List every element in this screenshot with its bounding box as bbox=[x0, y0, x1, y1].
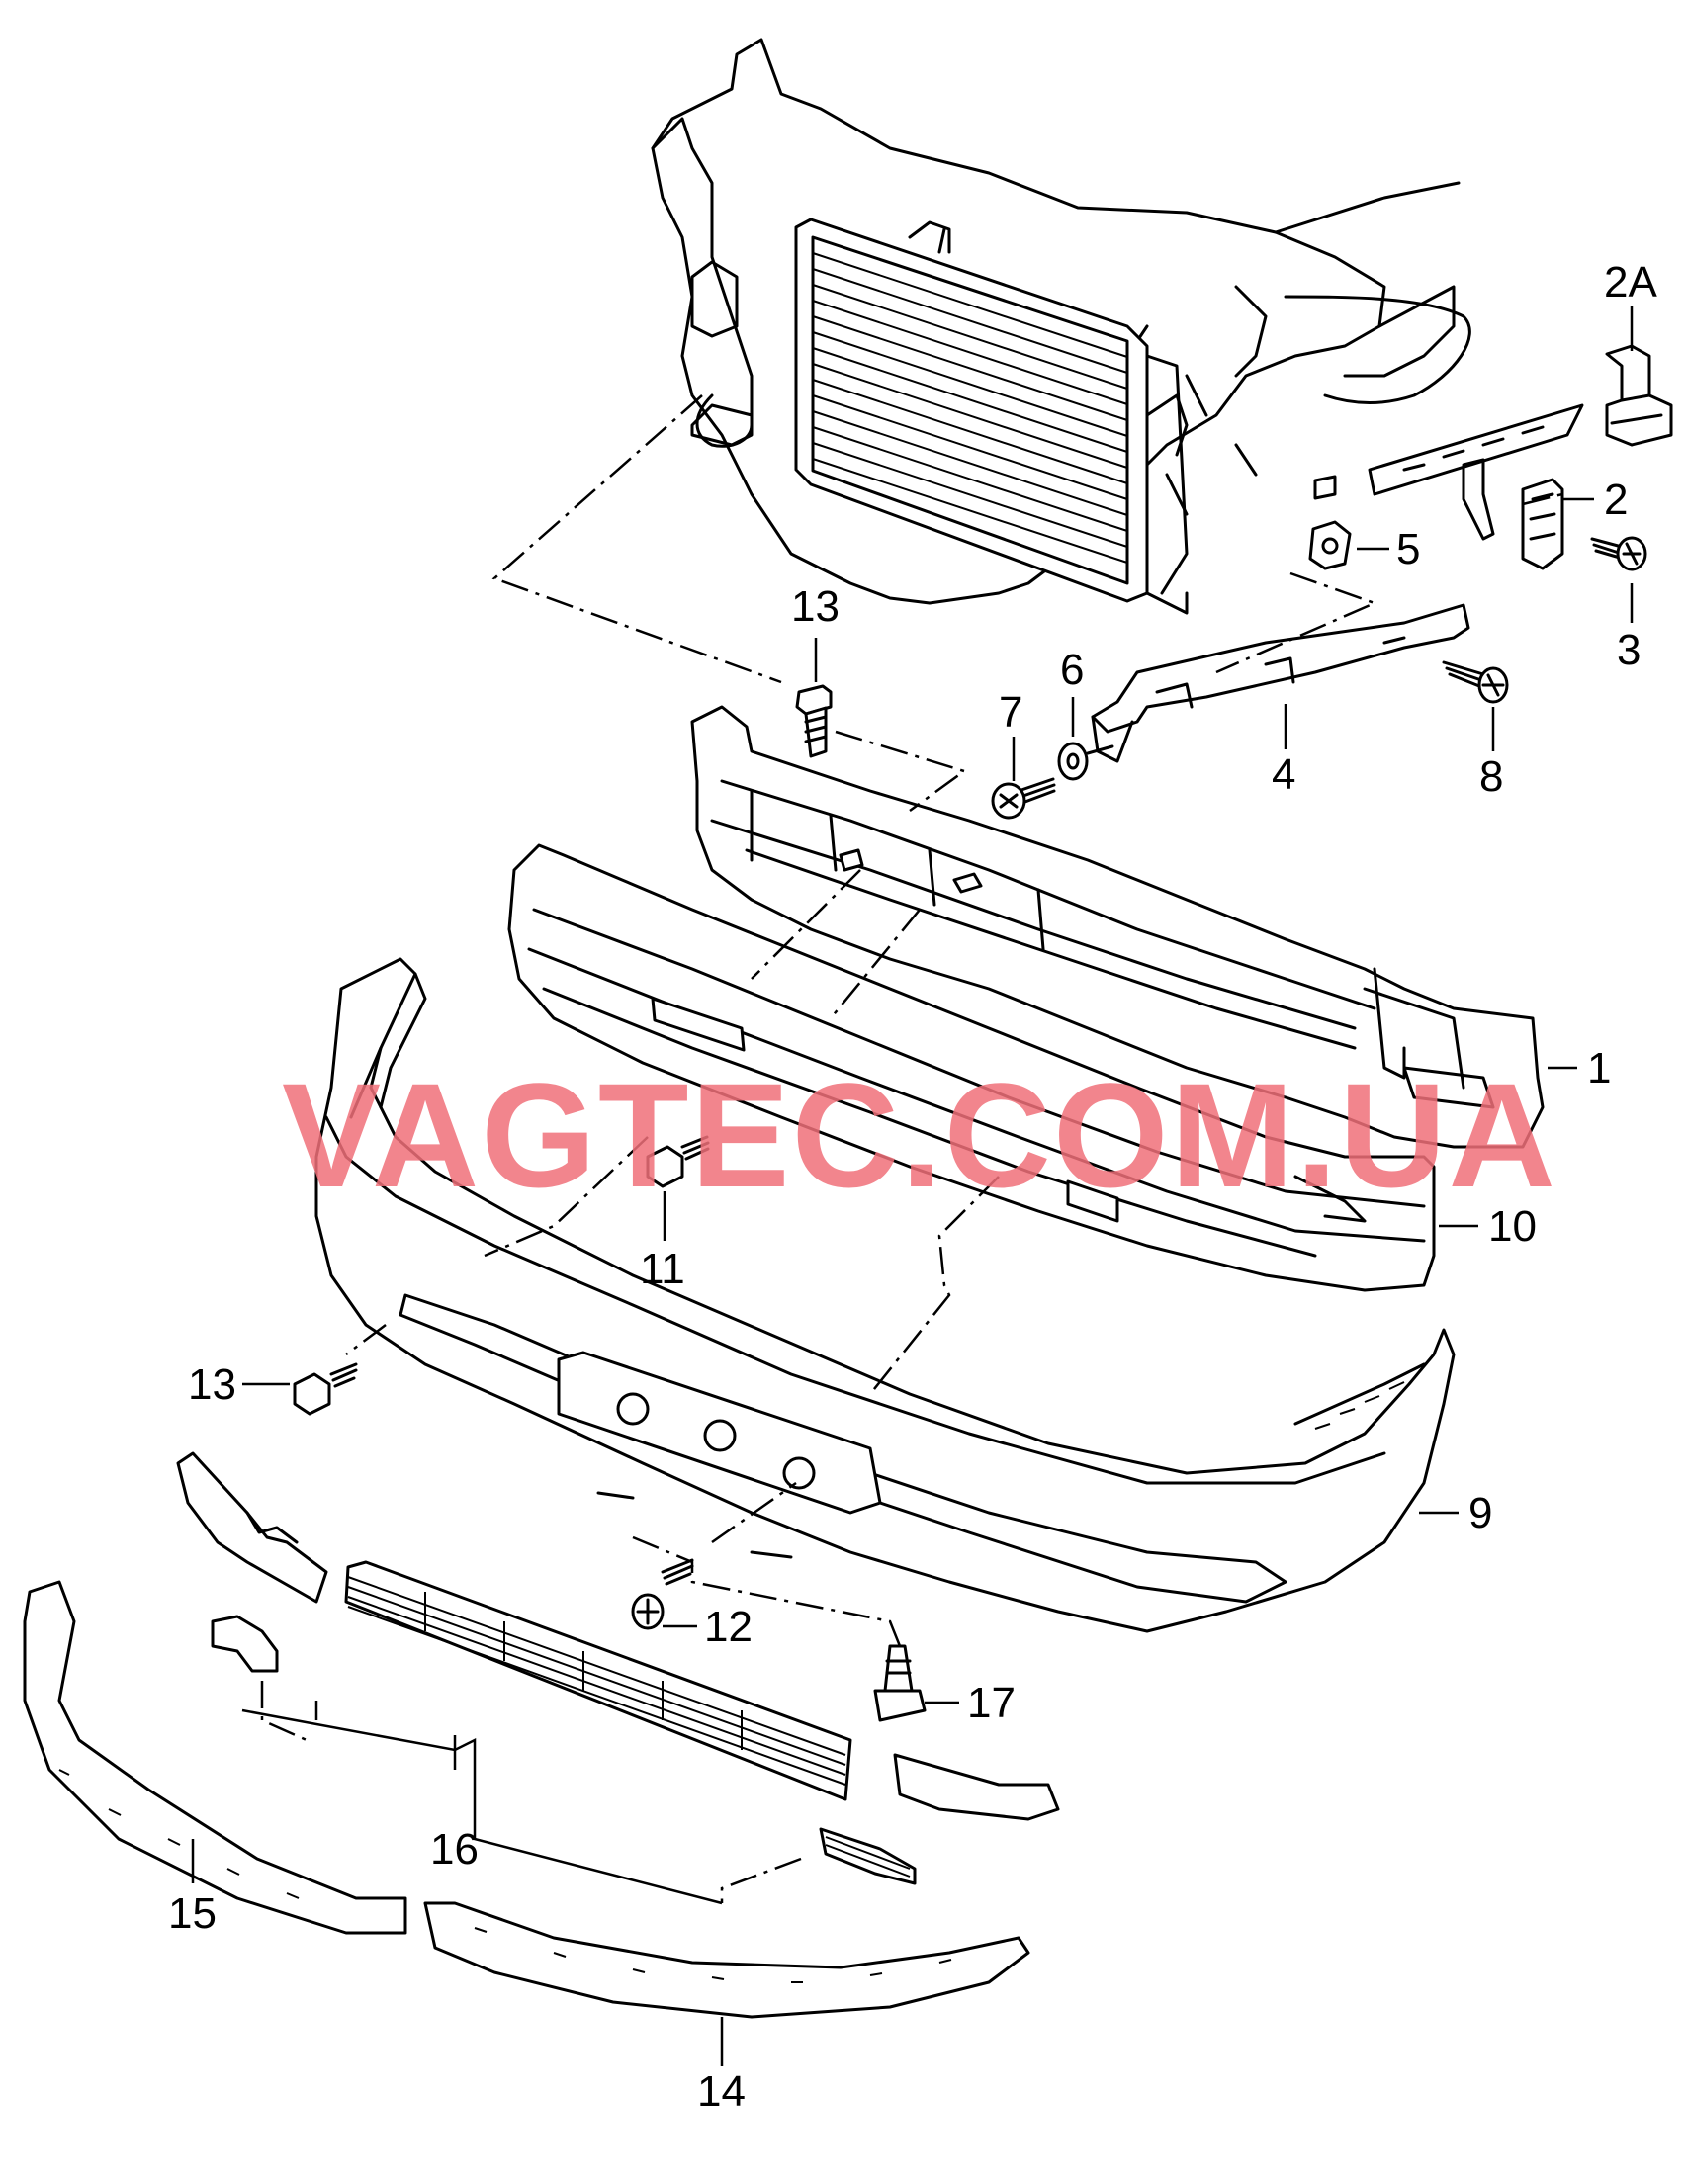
screw-8 bbox=[1442, 660, 1509, 704]
callout-3: 3 bbox=[1617, 626, 1641, 674]
callout-2: 2 bbox=[1604, 476, 1628, 524]
leader-lines bbox=[191, 306, 1634, 2066]
callout-13-left: 13 bbox=[188, 1360, 236, 1409]
screw-17 bbox=[873, 1644, 927, 1722]
callout-15: 15 bbox=[168, 1889, 217, 1938]
callout-labels: 2A 2 3 5 6 7 4 8 13 1 10 11 13 9 12 17 1… bbox=[168, 258, 1657, 2116]
spoiler-14 bbox=[423, 1901, 1030, 2019]
callout-2a: 2A bbox=[1604, 258, 1657, 306]
screw-7 bbox=[991, 777, 1056, 820]
callout-10: 10 bbox=[1488, 1202, 1537, 1251]
callout-4: 4 bbox=[1272, 750, 1295, 799]
washer-6 bbox=[1057, 742, 1114, 781]
spoiler-15 bbox=[23, 1580, 407, 1935]
impact-absorber-10 bbox=[507, 843, 1436, 1292]
callout-11: 11 bbox=[640, 1245, 685, 1293]
callout-14: 14 bbox=[697, 2067, 746, 2116]
callout-13-top: 13 bbox=[791, 582, 840, 631]
bracket-2a bbox=[1605, 344, 1673, 447]
bolt-13-top bbox=[795, 684, 833, 758]
assembly-lines bbox=[260, 394, 1563, 1903]
bolt-13-left bbox=[293, 1362, 358, 1416]
screw-12 bbox=[631, 1558, 694, 1630]
screw-3 bbox=[1590, 536, 1647, 571]
callout-1: 1 bbox=[1587, 1044, 1611, 1092]
mounting-strip bbox=[1313, 403, 1584, 570]
callout-16: 16 bbox=[430, 1825, 479, 1874]
callout-17: 17 bbox=[967, 1679, 1016, 1727]
front-end-carrier bbox=[651, 38, 1471, 615]
callout-8: 8 bbox=[1479, 752, 1503, 801]
clip-nut-5 bbox=[1308, 520, 1352, 570]
callout-12: 12 bbox=[704, 1603, 753, 1651]
bumper-reinforcement-1 bbox=[690, 705, 1545, 1149]
guide-rail-4 bbox=[1091, 603, 1470, 763]
callout-5: 5 bbox=[1396, 525, 1420, 573]
bolt-11 bbox=[646, 1135, 710, 1188]
callout-7: 7 bbox=[999, 688, 1022, 737]
callout-9: 9 bbox=[1468, 1489, 1492, 1537]
bumper-cover-9 bbox=[314, 957, 1456, 1633]
grille-16 bbox=[176, 1451, 1060, 1885]
watermark: VAGTEC.COM.UA bbox=[282, 1052, 1557, 1218]
callout-6: 6 bbox=[1060, 646, 1084, 694]
